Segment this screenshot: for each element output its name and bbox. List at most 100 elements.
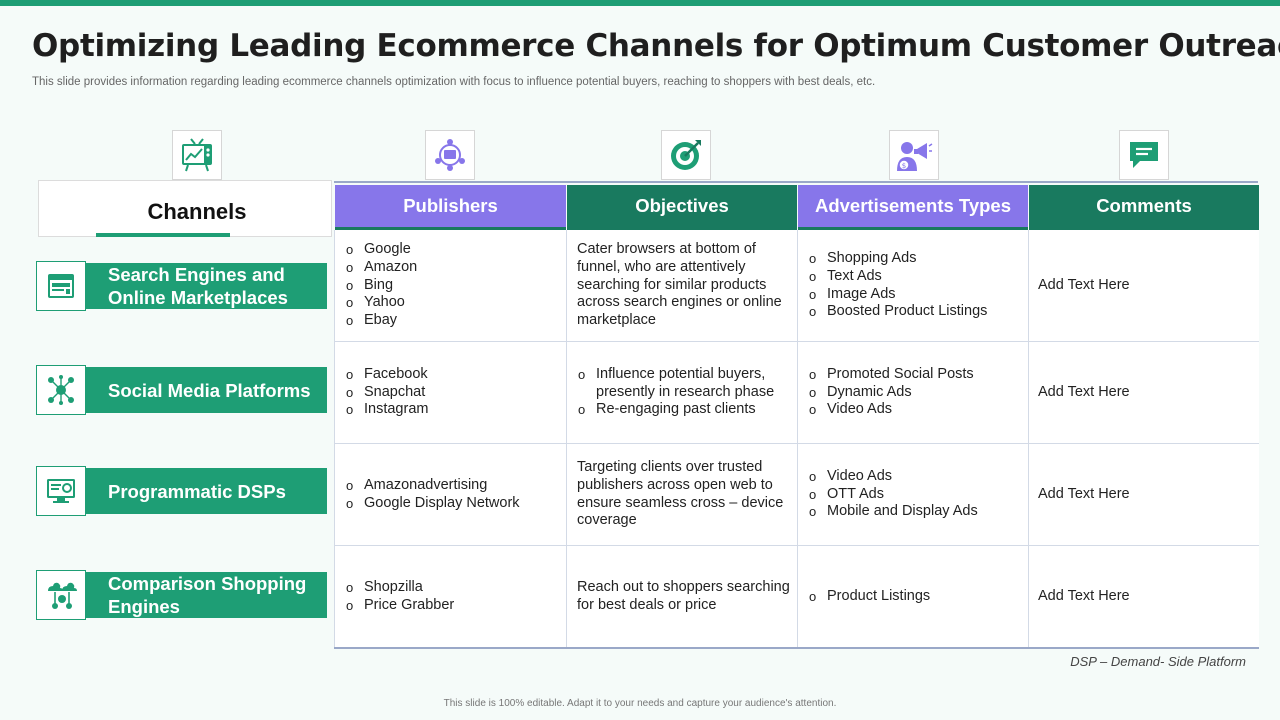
channel-row-social: Social Media Platforms bbox=[36, 365, 328, 415]
table-cell-objectives: Targeting clients over trusted publisher… bbox=[577, 444, 792, 545]
list-item: Shopzilla bbox=[345, 579, 560, 597]
bullet-list: FacebookSnapchatInstagram bbox=[345, 366, 560, 419]
channel-label: Search Engines and Online Marketplaces bbox=[86, 263, 327, 309]
table-divider bbox=[334, 545, 1259, 546]
table-divider bbox=[1028, 230, 1029, 648]
list-item: Product Listings bbox=[808, 588, 1023, 606]
header-underline bbox=[1029, 227, 1259, 230]
list-item: Price Grabber bbox=[345, 597, 560, 615]
list-item: Google bbox=[345, 241, 560, 259]
column-header-objectives: Objectives bbox=[567, 185, 797, 227]
table-divider bbox=[334, 341, 1259, 342]
svg-text:$: $ bbox=[902, 162, 906, 170]
table-cell-comments: Add Text Here bbox=[1038, 342, 1253, 443]
comment-placeholder[interactable]: Add Text Here bbox=[1038, 383, 1130, 400]
list-item: Video Ads bbox=[808, 401, 1023, 419]
bullet-list: Product Listings bbox=[808, 588, 1023, 606]
network-users-icon bbox=[425, 130, 475, 180]
table-cell-publishers: AmazonadvertisingGoogle Display Network bbox=[345, 444, 560, 545]
header-underline bbox=[335, 227, 566, 230]
chat-comment-icon bbox=[1119, 130, 1169, 180]
objective-text: Cater browsers at bottom of funnel, who … bbox=[577, 241, 782, 329]
bullet-list: Video AdsOTT AdsMobile and Display Ads bbox=[808, 468, 1023, 521]
comment-placeholder[interactable]: Add Text Here bbox=[1038, 587, 1130, 604]
channel-row-dsp: Programmatic DSPs bbox=[36, 466, 328, 516]
objective-text: Reach out to shoppers searching for best… bbox=[577, 578, 790, 613]
list-item: Amazonadvertising bbox=[345, 477, 560, 495]
list-item: Image Ads bbox=[808, 286, 1023, 304]
objective-text: Targeting clients over trusted publisher… bbox=[577, 459, 784, 529]
target-icon bbox=[661, 130, 711, 180]
browser-window-icon bbox=[36, 261, 86, 311]
list-item: Re-engaging past clients bbox=[577, 401, 792, 419]
header-underline bbox=[567, 227, 797, 230]
channels-header: Channels bbox=[38, 180, 332, 237]
table-bottom-rule bbox=[334, 647, 1259, 649]
list-item: Ebay bbox=[345, 312, 560, 330]
table-cell-publishers: GoogleAmazonBingYahooEbay bbox=[345, 230, 560, 341]
table-cell-comments: Add Text Here bbox=[1038, 230, 1253, 341]
column-header-comments: Comments bbox=[1029, 185, 1259, 227]
footnote: DSP – Demand- Side Platform bbox=[1070, 654, 1246, 669]
tv-chart-icon bbox=[172, 130, 222, 180]
table-cell-publishers: ShopzillaPrice Grabber bbox=[345, 546, 560, 647]
table-divider bbox=[334, 230, 335, 648]
monitor-settings-icon bbox=[36, 466, 86, 516]
table-cell-comments: Add Text Here bbox=[1038, 546, 1253, 647]
channel-label: Comparison Shopping Engines bbox=[86, 572, 327, 618]
channels-header-label: Channels bbox=[147, 199, 247, 224]
bullet-list: ShopzillaPrice Grabber bbox=[345, 579, 560, 614]
slide-footer: This slide is 100% editable. Adapt it to… bbox=[443, 698, 837, 709]
table-cell-comments: Add Text Here bbox=[1038, 444, 1253, 545]
column-header-publishers: Publishers bbox=[335, 185, 566, 227]
table-cell-ad_types: Shopping AdsText AdsImage AdsBoosted Pro… bbox=[808, 230, 1023, 341]
list-item: Shopping Ads bbox=[808, 250, 1023, 268]
bullet-list: AmazonadvertisingGoogle Display Network bbox=[345, 477, 560, 512]
list-item: Boosted Product Listings bbox=[808, 303, 1023, 321]
slide-title: Optimizing Leading Ecommerce Channels fo… bbox=[32, 28, 1280, 64]
table-cell-ad_types: Promoted Social PostsDynamic AdsVideo Ad… bbox=[808, 342, 1023, 443]
channel-label: Programmatic DSPs bbox=[86, 468, 327, 514]
list-item: Amazon bbox=[345, 259, 560, 277]
list-item: Google Display Network bbox=[345, 495, 560, 513]
list-item: Text Ads bbox=[808, 268, 1023, 286]
cloud-compare-icon bbox=[36, 570, 86, 620]
bullet-list: Promoted Social PostsDynamic AdsVideo Ad… bbox=[808, 366, 1023, 419]
channels-header-underline bbox=[96, 233, 230, 237]
bullet-list: GoogleAmazonBingYahooEbay bbox=[345, 241, 560, 330]
list-item: Facebook bbox=[345, 366, 560, 384]
table-divider bbox=[797, 230, 798, 648]
table-cell-publishers: FacebookSnapchatInstagram bbox=[345, 342, 560, 443]
list-item: Influence potential buyers, presently in… bbox=[577, 366, 792, 401]
table-top-rule bbox=[334, 181, 1258, 183]
top-accent-bar bbox=[0, 0, 1280, 6]
channel-row-search: Search Engines and Online Marketplaces bbox=[36, 261, 328, 311]
social-network-icon bbox=[36, 365, 86, 415]
column-header-ad-types: Advertisements Types bbox=[798, 185, 1028, 227]
table-divider bbox=[566, 230, 567, 648]
table-cell-ad_types: Video AdsOTT AdsMobile and Display Ads bbox=[808, 444, 1023, 545]
channel-row-comparison: Comparison Shopping Engines bbox=[36, 570, 328, 620]
list-item: OTT Ads bbox=[808, 486, 1023, 504]
marketing-megaphone-icon: $ bbox=[889, 130, 939, 180]
list-item: Yahoo bbox=[345, 294, 560, 312]
comment-placeholder[interactable]: Add Text Here bbox=[1038, 276, 1130, 293]
list-item: Instagram bbox=[345, 401, 560, 419]
comment-placeholder[interactable]: Add Text Here bbox=[1038, 485, 1130, 502]
list-item: Video Ads bbox=[808, 468, 1023, 486]
table-divider bbox=[334, 443, 1259, 444]
table-cell-objectives: Reach out to shoppers searching for best… bbox=[577, 546, 792, 647]
list-item: Promoted Social Posts bbox=[808, 366, 1023, 384]
header-underline bbox=[798, 227, 1028, 230]
slide-subtitle: This slide provides information regardin… bbox=[32, 76, 876, 88]
table-cell-objectives: Cater browsers at bottom of funnel, who … bbox=[577, 230, 792, 341]
bullet-list: Shopping AdsText AdsImage AdsBoosted Pro… bbox=[808, 250, 1023, 321]
list-item: Snapchat bbox=[345, 384, 560, 402]
channel-label: Social Media Platforms bbox=[86, 367, 327, 413]
list-item: Dynamic Ads bbox=[808, 384, 1023, 402]
list-item: Bing bbox=[345, 277, 560, 295]
list-item: Mobile and Display Ads bbox=[808, 503, 1023, 521]
bullet-list: Influence potential buyers, presently in… bbox=[577, 366, 792, 419]
table-cell-ad_types: Product Listings bbox=[808, 546, 1023, 647]
table-cell-objectives: Influence potential buyers, presently in… bbox=[577, 342, 792, 443]
